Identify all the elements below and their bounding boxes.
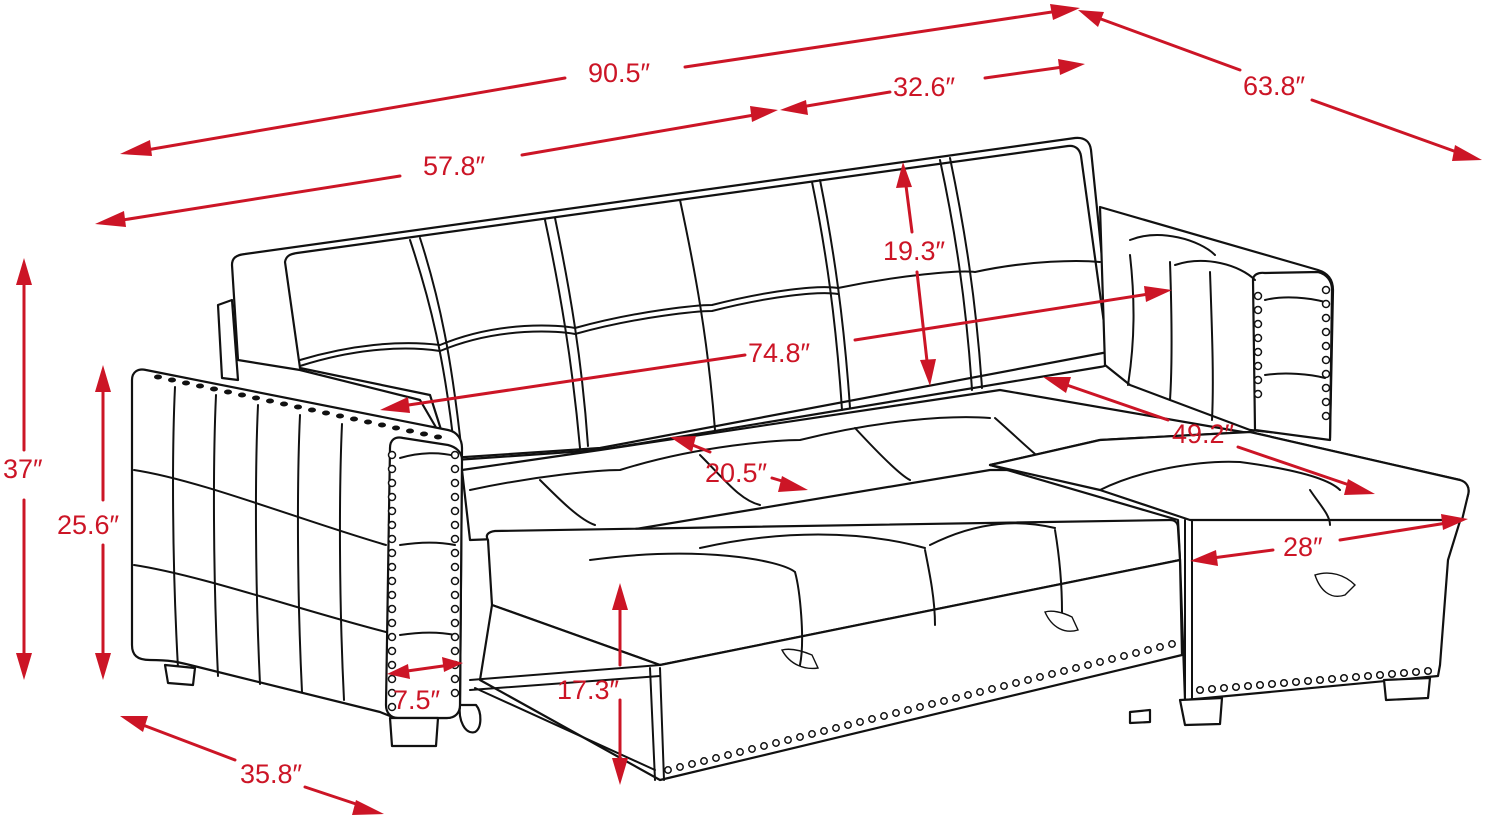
dim-sofa-depth: 35.8″ [120,716,384,815]
arm-seam [133,564,387,633]
arm-seam [1129,234,1216,256]
left-back-panel [216,298,240,382]
back-cushion [283,144,1110,460]
label-chaise-width: 32.6″ [893,72,956,102]
back-seam [419,237,463,456]
arm-seam [172,386,179,669]
label-seat-depth: 20.5″ [705,458,768,488]
label-chaise-seat-width: 28″ [1283,532,1323,562]
label-overall-width: 90.5″ [588,58,651,88]
arm-seam [1174,259,1256,281]
arm-seam [399,541,456,546]
dim-back-height: 19.3″ [883,162,946,386]
bed-nailheads [664,640,1176,774]
back-seam [679,199,716,431]
bed-frame [659,667,665,781]
label-chaise-length: 49.2″ [1172,419,1235,449]
arm-seam [1209,271,1214,421]
dim-sofa-section: 57.8″ [95,106,778,227]
dim-bed-height: 17.3″ [557,583,628,785]
dim-chaise-depth: 63.8″ [1078,10,1482,161]
bed-seam [924,549,936,626]
back-seam [949,157,983,389]
bed-frame [474,687,656,771]
bed-strap [1044,610,1079,632]
back-seam [299,260,1101,361]
bed-seam [929,522,1056,546]
arm-seam [133,469,387,546]
bed-strap [780,648,820,670]
dim-chaise-width: 32.6″ [780,59,1085,115]
left-arm-top-nailheads [154,374,442,440]
chaise-seam [1099,460,1341,491]
chaise-leg [1382,676,1432,702]
pullout-bed-top [485,518,1182,667]
bed-leg [1128,708,1152,725]
dimension-annotations: 90.5″ 63.8″ 57.8″ 32.6″ [3,4,1482,815]
chaise-leg [1178,696,1224,727]
bed-frame [469,664,661,681]
chaise-strap [1314,572,1356,597]
arm-leg [388,716,440,748]
bed-frame [649,667,656,781]
right-arm-front [1251,270,1334,442]
label-bed-height: 17.3″ [557,675,620,705]
right-arm-nailheads [1253,285,1331,421]
arm-seam [338,423,345,701]
chaise-nailheads [1195,666,1433,695]
left-arm-front [384,436,464,720]
label-arm-height: 25.6″ [57,510,120,540]
arm-seam [399,631,456,636]
back-seam [409,239,456,456]
dim-arm-height: 25.6″ [57,365,120,680]
dim-total-height: 37″ [3,258,43,680]
seat-seam [854,427,911,481]
label-back-height: 19.3″ [883,236,946,266]
arm-seam [1264,296,1326,303]
dim-overall-width: 90.5″ [120,4,1080,156]
bed-seam [699,533,926,549]
back-seam [554,217,589,447]
label-chaise-depth: 63.8″ [1243,71,1306,101]
label-arm-width: 7.5″ [393,685,441,715]
arm-leg [163,663,197,687]
bed-seam [589,552,796,573]
back-seam [299,292,839,367]
label-total-height: 37″ [3,454,43,484]
label-seat-width: 74.8″ [748,338,811,368]
arm-seam [1169,261,1173,401]
sofa-drawing [130,136,1470,782]
dim-chaise-seat-width: 28″ [1190,514,1468,566]
bed-seam [794,571,804,666]
seat-seam [699,454,761,506]
arm-seam [296,414,303,693]
dim-seat-width: 74.8″ [380,286,1172,413]
arm-seam [1127,254,1135,386]
arm-seam [212,394,219,677]
caster-wheel [458,703,482,734]
chaise-seam [1309,489,1331,526]
dim-seat-depth: 20.5″ [670,436,808,492]
seat-seam [469,416,991,491]
label-sofa-depth: 35.8″ [240,759,303,789]
seat-seam [539,479,596,526]
bed-seam [1054,529,1063,613]
chaise-top [988,430,1470,522]
back-seam [939,159,973,391]
dim-chaise-length: 49.2″ [1043,377,1375,495]
left-arm-front-nailheads [387,450,460,712]
arm-seam [1264,372,1326,379]
arm-seam [254,404,261,685]
dim-arm-width: 7.5″ [387,657,463,715]
bed-frame [469,675,661,691]
label-sofa-section: 57.8″ [423,151,486,181]
